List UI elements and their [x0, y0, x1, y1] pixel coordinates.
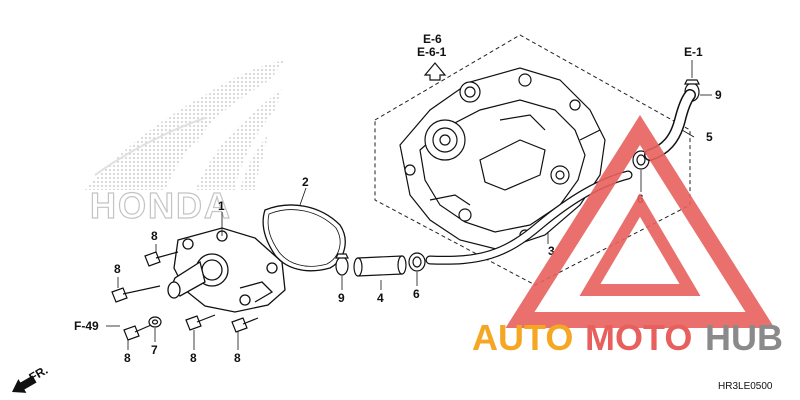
bolt-c [123, 321, 159, 341]
hose-ref: E-1 [684, 45, 703, 59]
callout-4: 4 [377, 291, 384, 305]
short-hose [353, 255, 407, 277]
honda-wordmark: HONDA [90, 185, 232, 226]
callout-2: 2 [302, 175, 309, 189]
bolt-b [111, 285, 161, 303]
bolt-d [185, 314, 216, 331]
automotohub-logo [505, 115, 775, 328]
callout-5: 5 [706, 130, 713, 144]
clamp-9-left [335, 253, 349, 276]
callout-1: 1 [218, 199, 225, 213]
callout-8-e: 8 [234, 351, 241, 365]
callout-8-d: 8 [190, 351, 197, 365]
callout-8-c: 8 [124, 351, 131, 365]
callout-6-left: 6 [413, 287, 420, 301]
honda-wing-logo [85, 60, 285, 190]
watermark-moto: MOTO [585, 317, 692, 358]
leader-lines [117, 94, 712, 350]
callout-7: 7 [151, 343, 158, 357]
cover-ref: F-49 [74, 319, 99, 333]
engine-casing [399, 67, 606, 251]
clamp-6-left [408, 252, 426, 272]
callout-9-top: 9 [715, 88, 722, 102]
up-arrow-icon [423, 62, 447, 81]
bolt-e [231, 317, 259, 333]
bolt-a [144, 251, 179, 267]
o-ring-gasket-inner [267, 209, 341, 267]
diagram-code: HR3LE0500 [718, 381, 773, 392]
engine-ref-line1: E-6 [423, 32, 442, 46]
water-pump-cover [167, 227, 286, 313]
curved-hose [645, 90, 695, 160]
callout-9-left: 9 [338, 291, 345, 305]
callout-8-a: 8 [151, 229, 158, 243]
callout-3: 3 [548, 244, 555, 258]
watermark-hub: HUB [705, 317, 783, 358]
washer [148, 316, 162, 328]
front-arrow-icon [12, 375, 37, 393]
watermark-auto: AUTO [472, 317, 573, 358]
o-ring-gasket [262, 204, 346, 272]
engine-ref-line2: E-6-1 [417, 45, 447, 59]
callout-8-b: 8 [114, 262, 121, 276]
